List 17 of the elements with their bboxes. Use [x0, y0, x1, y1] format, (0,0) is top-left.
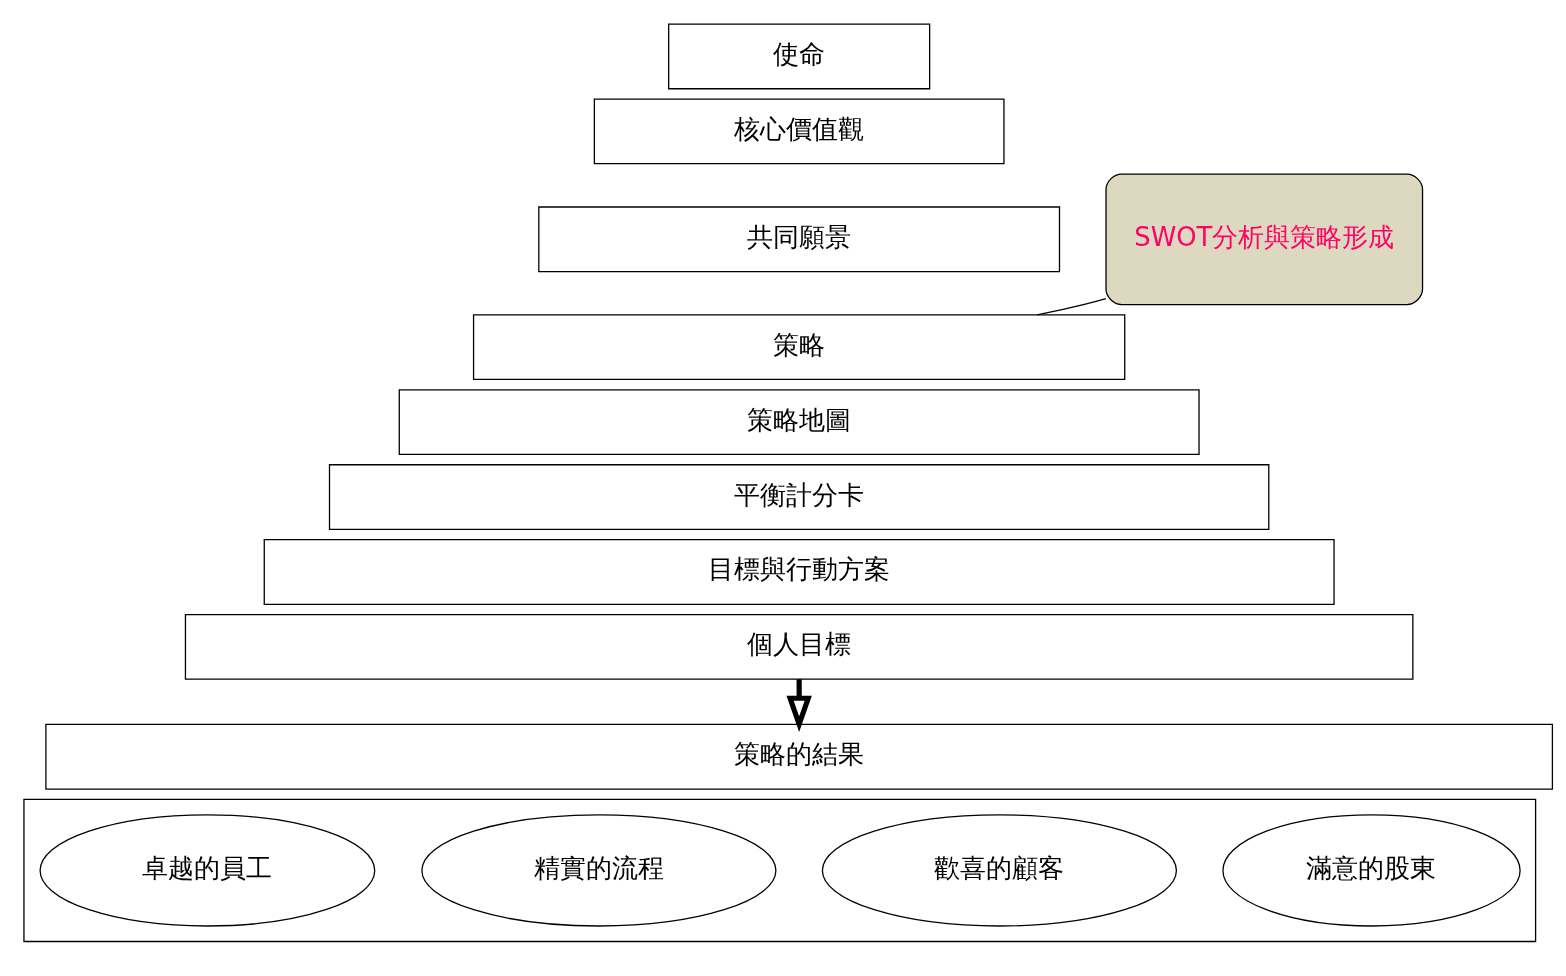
node-box: SWOT分析與策略形成 [1105, 173, 1424, 306]
node-ellipse: 卓越的員工 [39, 814, 376, 927]
node-box: 平衡計分卡 [328, 464, 1270, 530]
node-ellipse: 歡喜的顧客 [821, 814, 1178, 927]
node-box: 共同願景 [538, 206, 1061, 273]
node-box: 策略 [472, 314, 1126, 381]
node-ellipse: 精實的流程 [421, 814, 777, 927]
cluster [23, 798, 1537, 943]
node-box: 策略地圖 [398, 389, 1200, 456]
connector [1036, 297, 1107, 316]
arrow [786, 679, 812, 732]
node-box: 使命 [668, 23, 931, 90]
node-box: 核心價值觀 [593, 98, 1005, 165]
node-box: 個人目標 [184, 613, 1414, 680]
node-ellipse: 滿意的股東 [1222, 814, 1521, 927]
node-box: 目標與行動方案 [263, 539, 1335, 605]
node-box: 策略的結果 [45, 723, 1554, 790]
